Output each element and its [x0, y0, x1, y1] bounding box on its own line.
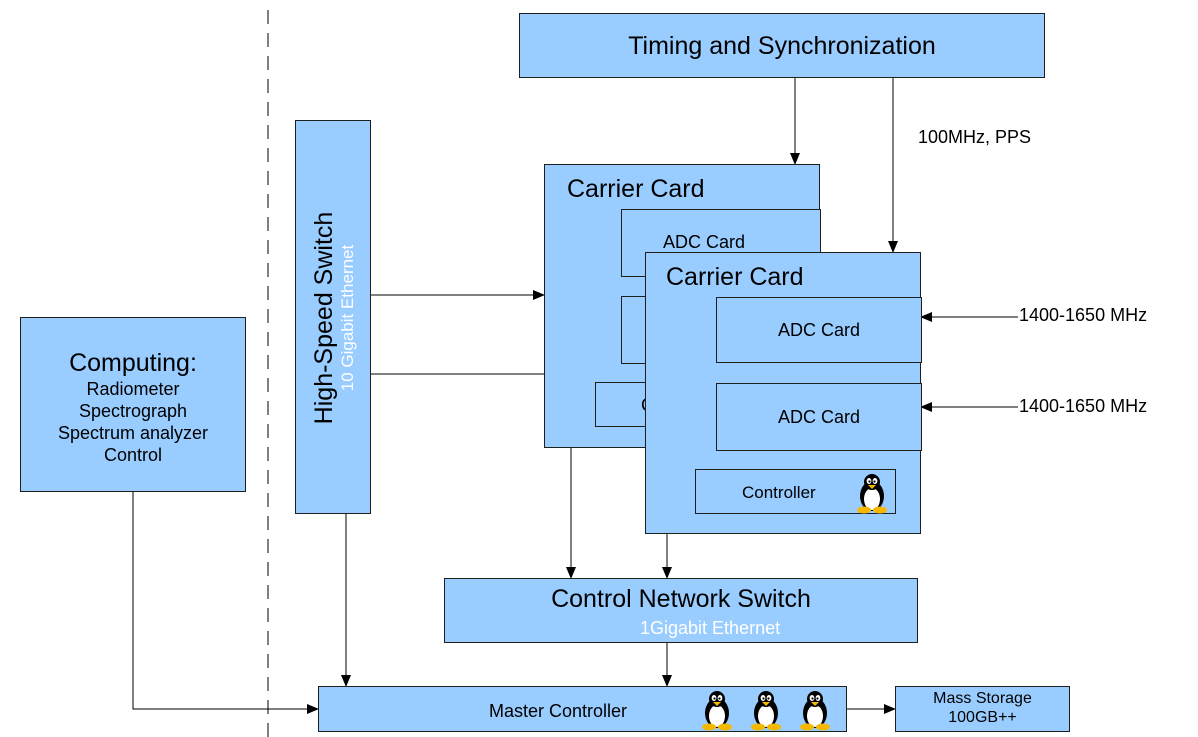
adc-card-1-label: ADC Card: [777, 320, 861, 340]
carrier-card-back-title: Carrier Card: [567, 175, 705, 203]
mass-storage-line1: Mass Storage: [933, 690, 1032, 707]
computing-line-control: Control: [103, 445, 163, 465]
control-network-switch-box: Control Network Switch 1Gigabit Ethernet: [444, 578, 918, 643]
timing-sync-title: Timing and Synchronization: [628, 32, 936, 60]
high-speed-switch-title: High-Speed Switch: [310, 211, 338, 425]
computing-line-spectrum-analyzer: Spectrum analyzer: [57, 423, 209, 443]
high-speed-switch-label-group: High-Speed Switch 10 Gigabit Ethernet: [310, 212, 358, 425]
computing-line-spectrograph: Spectrograph: [78, 401, 188, 421]
computing-box: Computing: Radiometer Spectrograph Spect…: [20, 317, 246, 492]
master-controller-label: Master Controller: [489, 701, 628, 721]
carrier-card-front-title: Carrier Card: [666, 263, 804, 291]
carrier-card-front: Carrier Card ADC Card ADC Card Controlle…: [645, 252, 922, 534]
computing-master-link: [128, 481, 319, 714]
adc-card-1: ADC Card: [716, 297, 922, 363]
rf-input-1-label: 1400-1650 MHz: [1019, 305, 1148, 325]
control-network-switch-title: Control Network Switch: [551, 585, 811, 613]
mass-storage-box: Mass Storage 100GB++: [895, 686, 1070, 732]
adc-card-2-label: ADC Card: [777, 407, 861, 427]
timing-sync-box: Timing and Synchronization: [519, 13, 1045, 78]
clock-signal-label: 100MHz, PPS: [918, 127, 1032, 147]
mass-storage-line2: 100GB++: [948, 709, 1017, 726]
carrier-back-adc-label: ADC Card: [663, 232, 746, 252]
tux-penguin-icon: [857, 474, 887, 514]
control-network-switch-subtitle: 1Gigabit Ethernet: [640, 618, 781, 638]
computing-title: Computing:: [69, 349, 197, 377]
tux-penguin-icon: [751, 691, 781, 731]
rf-input-2-label: 1400-1650 MHz: [1019, 396, 1148, 416]
master-controller-box: Master Controller: [318, 686, 847, 732]
controller-label: Controller: [742, 483, 816, 502]
high-speed-switch-box: High-Speed Switch 10 Gigabit Ethernet: [295, 120, 371, 514]
controller-box: Controller: [695, 469, 896, 514]
tux-penguin-icon: [800, 691, 830, 731]
high-speed-switch-subtitle: 10 Gigabit Ethernet: [338, 244, 357, 392]
computing-line-radiometer: Radiometer: [86, 379, 180, 399]
adc-card-2: ADC Card: [716, 383, 922, 451]
tux-penguin-icon: [702, 691, 732, 731]
